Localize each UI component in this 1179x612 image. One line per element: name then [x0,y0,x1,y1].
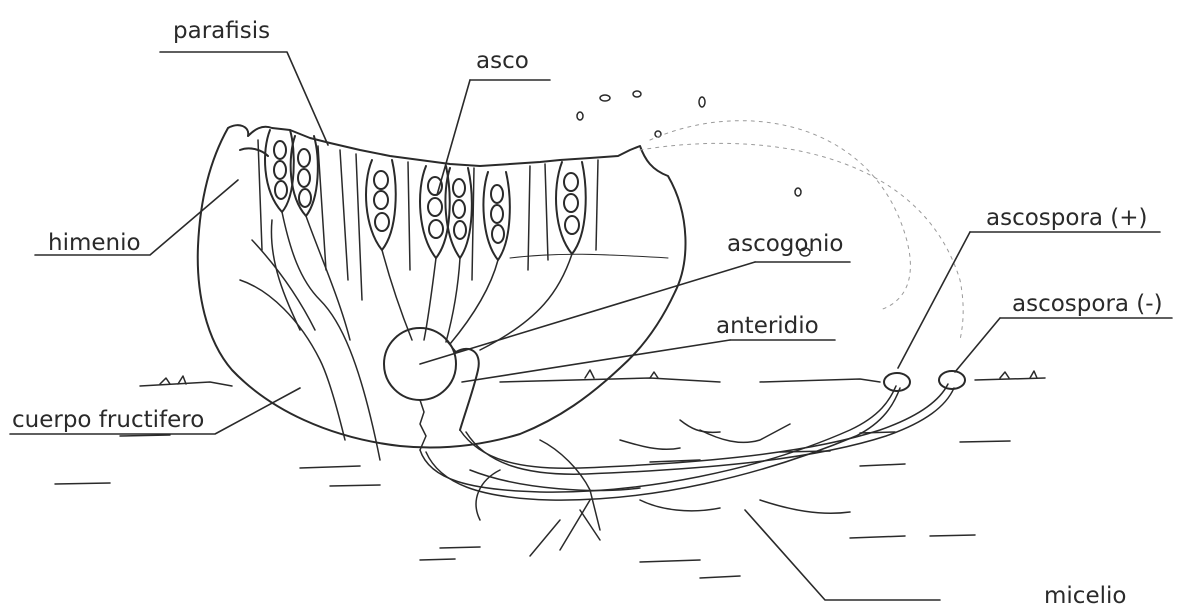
ascogenous-hyphae [240,212,572,460]
label-himenio: himenio [48,232,141,255]
fruiting-body-outline [198,125,686,447]
ascospore-plus [884,373,910,391]
label-anteridio: anteridio [716,315,819,338]
label-micelio: micelio [1044,585,1126,608]
ascus [265,130,294,212]
label-ascospora-plus: ascospora (+) [986,207,1148,230]
label-ascogonio: ascogonio [727,233,844,256]
label-parafisis: parafisis [173,20,270,43]
ascus [556,162,586,254]
asci-group [265,130,586,260]
leader-lines [10,52,1172,600]
ascus [291,136,318,216]
ascospore-minus [939,371,965,389]
label-cuerpo-fructifero: cuerpo fructifero [12,409,204,432]
mycelium-hyphae [420,384,954,556]
trichogyne [420,400,426,450]
ascus [483,172,509,260]
label-ascospora-minus: ascospora (-) [1012,293,1163,316]
ascus [366,160,396,250]
label-asco: asco [476,50,529,73]
antheridium [456,349,479,430]
